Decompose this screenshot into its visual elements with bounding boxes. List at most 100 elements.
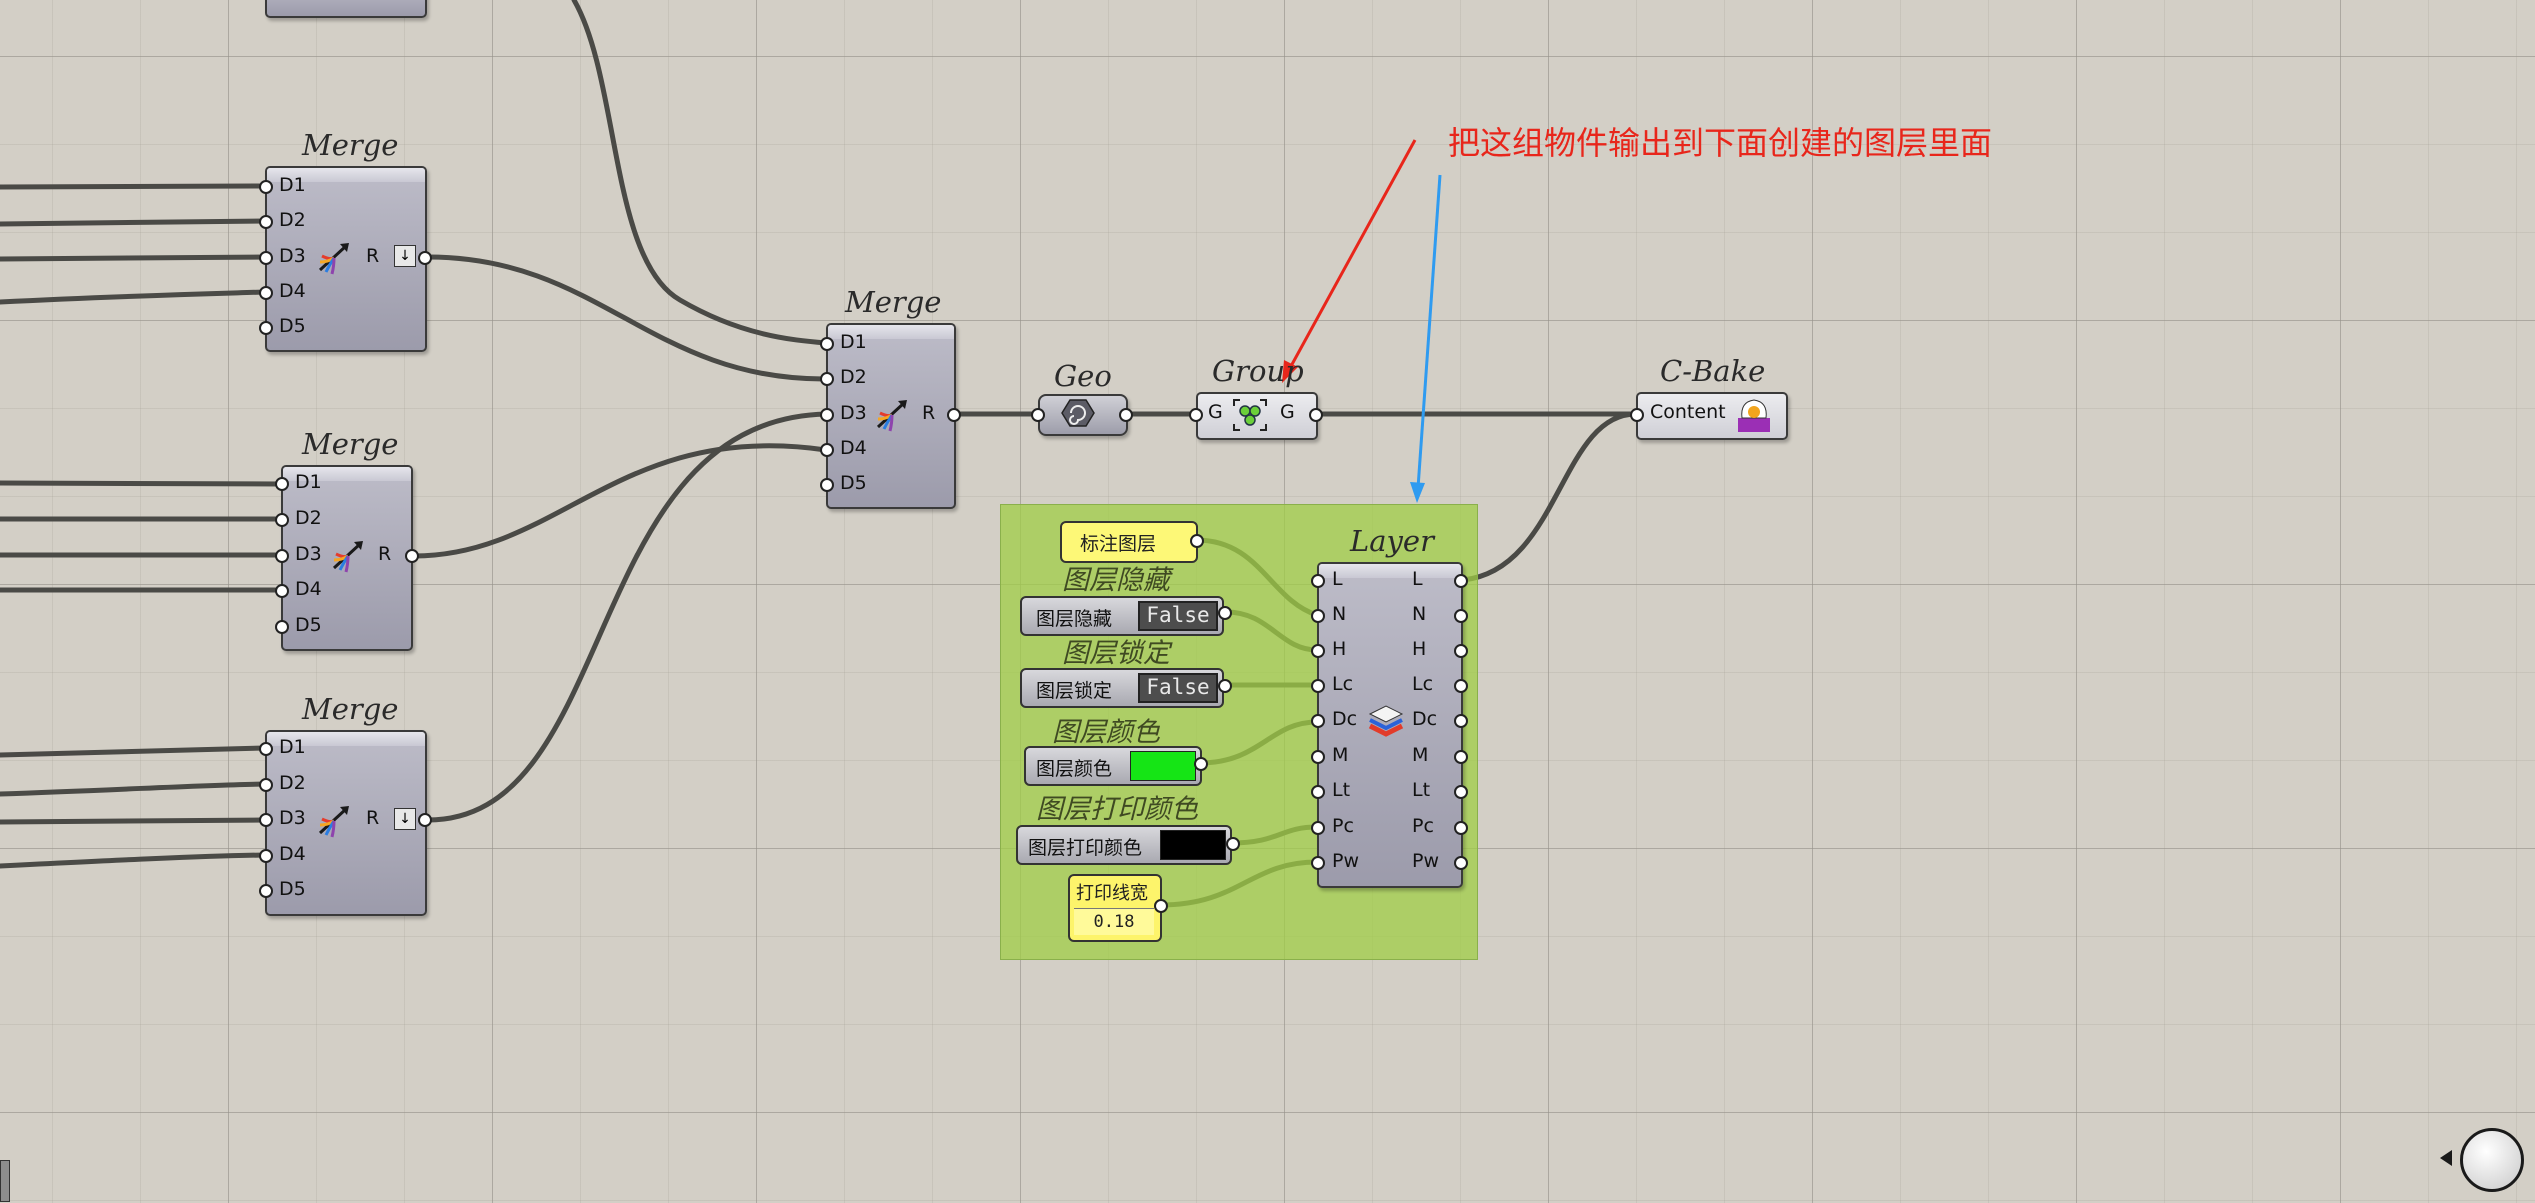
line-width-param[interactable]: 打印线宽 0.18 [1068,874,1162,942]
merge-main-in-port[interactable] [820,478,834,492]
merge-main-output-r: R [922,402,936,424]
geo-title: Geo [1054,359,1112,393]
hidden-value[interactable]: False [1138,601,1218,631]
print-color-swatch[interactable]: 图层打印颜色 [1016,825,1232,865]
layer-name-out-port[interactable] [1190,534,1204,548]
layer-icon [1368,705,1404,737]
merge-main-in-port[interactable] [820,337,834,351]
layer-in-port[interactable] [1311,609,1325,623]
layer-input-pc: Pc [1332,815,1354,837]
merge-3-in-port[interactable] [259,813,273,827]
left-edge-control[interactable] [0,1160,10,1202]
merge-main-title: Merge [845,285,942,319]
line-width-out-port[interactable] [1154,899,1168,913]
merge-1-in-port[interactable] [259,215,273,229]
layer-out-port[interactable] [1454,609,1468,623]
merge-main-in-port[interactable] [820,372,834,386]
merge-3-input-d2: D2 [279,772,306,794]
merge-2-input-d2: D2 [295,507,322,529]
navigation-compass-icon[interactable] [2460,1128,2524,1192]
merge-3-input-d1: D1 [279,736,306,758]
layer-out-port[interactable] [1454,679,1468,693]
layer-out-port[interactable] [1454,714,1468,728]
merge-2-title: Merge [302,427,399,461]
layer-name-panel[interactable]: 标注图层 [1060,521,1198,563]
layer-in-port[interactable] [1311,750,1325,764]
group-output-g: G [1280,401,1295,423]
nav-arrow-icon[interactable] [2440,1150,2452,1166]
color-swatch-label: 图层颜色 [1036,758,1113,780]
layer-in-port[interactable] [1311,821,1325,835]
group-out-port[interactable] [1309,408,1323,422]
merge-main-in-port[interactable] [820,443,834,457]
merge-2-out-port[interactable] [405,549,419,563]
cbake-in-port[interactable] [1630,408,1644,422]
merge-3-in-port[interactable] [259,742,273,756]
layer-out-port[interactable] [1454,856,1468,870]
merge-2-in-port[interactable] [275,477,289,491]
hidden-group-label: 图层隐藏 [1062,565,1170,596]
geo-out-port[interactable] [1119,408,1133,422]
merge-icon [318,243,349,275]
layer-output-h: H [1412,638,1427,660]
print-color-out-port[interactable] [1226,837,1240,851]
layer-in-port[interactable] [1311,574,1325,588]
layer-out-port[interactable] [1454,785,1468,799]
geometry-icon [1061,399,1095,427]
layer-in-port[interactable] [1311,785,1325,799]
merge-2-in-port[interactable] [275,549,289,563]
color-out-port[interactable] [1194,757,1208,771]
layer-header-bar [1319,564,1461,578]
hidden-out-port[interactable] [1218,606,1232,620]
color-group-label: 图层颜色 [1052,717,1160,748]
merge-3-in-port[interactable] [259,884,273,898]
locked-out-port[interactable] [1218,679,1232,693]
layer-out-port[interactable] [1454,644,1468,658]
merge-1-in-port[interactable] [259,286,273,300]
merge-1-in-port[interactable] [259,251,273,265]
group-in-port[interactable] [1189,408,1203,422]
layer-in-port[interactable] [1311,714,1325,728]
merge-3-in-port[interactable] [259,778,273,792]
group-title: Group [1212,354,1304,388]
layer-in-port[interactable] [1311,679,1325,693]
print-color-swatch-label: 图层打印颜色 [1028,837,1143,859]
merge-main-out-port[interactable] [947,408,961,422]
layer-input-lc: Lc [1332,673,1354,695]
merge-2-in-port[interactable] [275,584,289,598]
merge-main-input-d3: D3 [840,402,867,424]
merge-3-in-port[interactable] [259,849,273,863]
merge-1-in-port[interactable] [259,321,273,335]
merge-main-in-port[interactable] [820,408,834,422]
line-width-value[interactable]: 0.18 [1074,908,1154,935]
partial-component-top[interactable] [265,0,427,18]
layer-in-port[interactable] [1311,644,1325,658]
merge-1-input-d4: D4 [279,280,306,302]
locked-value[interactable]: False [1138,673,1218,703]
flatten-icon[interactable]: ↓ [394,808,416,830]
hidden-toggle[interactable]: 图层隐藏 False [1020,596,1224,636]
locked-toggle-label: 图层锁定 [1036,680,1113,702]
geo-in-port[interactable] [1031,408,1045,422]
layer-out-port[interactable] [1454,821,1468,835]
merge-main-input-d4: D4 [840,437,867,459]
locked-toggle[interactable]: 图层锁定 False [1020,668,1224,708]
layer-out-port[interactable] [1454,750,1468,764]
layer-input-l: L [1332,568,1343,590]
color-swatch[interactable]: 图层颜色 [1024,746,1202,786]
merge-2-in-port[interactable] [275,620,289,634]
merge-main-input-d2: D2 [840,366,867,388]
group-input-g: G [1208,401,1223,423]
layer-input-n: N [1332,603,1347,625]
layer-out-port[interactable] [1454,574,1468,588]
merge-1-in-port[interactable] [259,180,273,194]
merge-2-in-port[interactable] [275,513,289,527]
merge-1-out-port[interactable] [418,251,432,265]
merge-2-output-r: R [378,543,392,565]
merge-3-header-bar [267,732,425,746]
merge-3-out-port[interactable] [418,813,432,827]
layer-output-n: N [1412,603,1427,625]
flatten-icon[interactable]: ↓ [394,245,416,267]
layer-in-port[interactable] [1311,856,1325,870]
